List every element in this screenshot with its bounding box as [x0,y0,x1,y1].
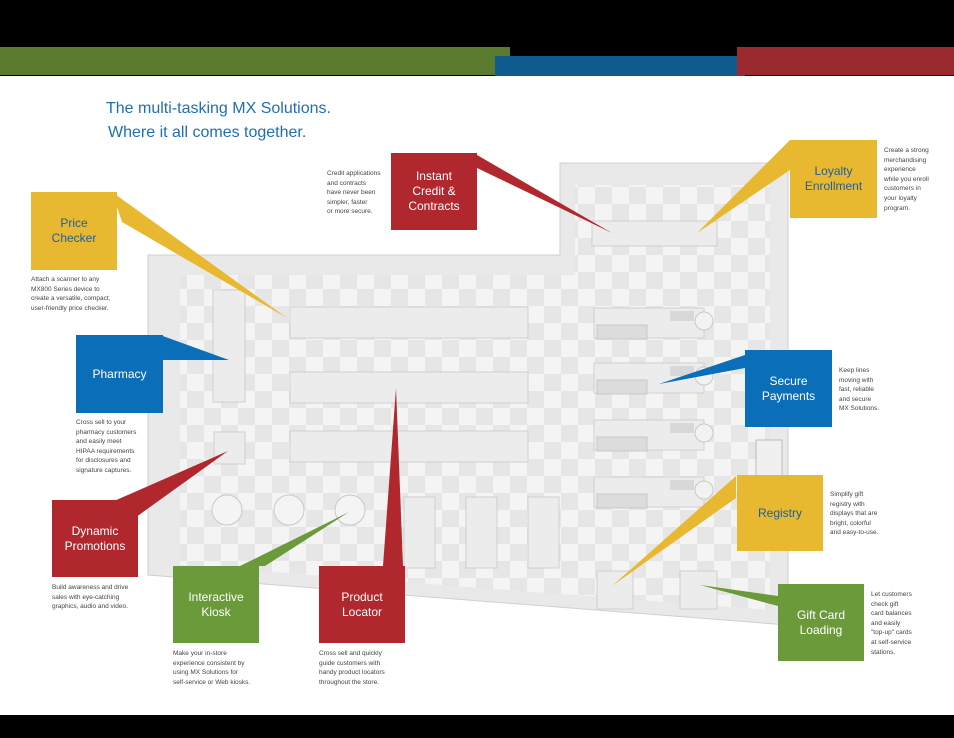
pointer-credit [477,155,612,233]
callout-registry: Registry [737,475,823,551]
callout-price-checker: Price Checker [31,192,117,270]
pointer-payments [659,355,745,384]
pointer-giftcard [700,585,778,606]
top-band-blue [495,56,745,76]
callout-pharmacy: Pharmacy [76,335,163,413]
headline-line-1: The multi-tasking MX Solutions. [106,100,331,117]
locator-shelf [403,496,436,569]
desc-pharmacy: Cross sell to your pharmacy customers an… [76,419,137,474]
desc-dynamic-promotions: Build awareness and drive sales with eye… [52,584,129,611]
registry-stand [596,570,634,610]
top-band-red [737,47,954,75]
desc-price-checker: Attach a scanner to any MX800 Series dev… [31,276,111,312]
pointer-price-checker [112,192,287,318]
checkout-lanes [593,307,714,509]
headline-line-2: Where it all comes together. [108,124,307,141]
kiosk-table [273,494,305,526]
desc-interactive-kiosk: Make your in-store experience consistent… [173,650,251,686]
credit-counter [591,220,718,247]
pointer-kiosk [240,512,349,566]
callout-dynamic-promotions: Dynamic Promotions [52,500,138,577]
locator-shelf [527,496,560,569]
shelf [289,430,529,463]
pharmacy-counter [212,289,246,403]
callout-instant-credit: Instant Credit & Contracts [391,153,477,230]
promo-display [213,431,246,465]
callout-gift-card-loading: Gift Card Loading [778,584,864,661]
callout-interactive-kiosk: Interactive Kiosk [173,566,259,643]
desc-registry: Simplify gift registry with displays tha… [830,491,879,537]
desc-secure-payments: Keep lines moving with fast, reliable an… [839,367,880,413]
callout-secure-payments: Secure Payments [745,350,832,427]
shelf [289,306,529,339]
callout-loyalty-enrollment: Loyalty Enrollment [790,140,877,218]
pointer-loyalty [697,140,790,233]
shelf [289,371,529,404]
giftcard-stand [679,570,718,610]
kiosk-table [334,494,366,526]
pointer-pharmacy [160,335,229,360]
pointer-locator [383,388,403,566]
kiosk-table [211,494,243,526]
desc-product-locator: Cross sell and quickly guide customers w… [319,650,385,686]
desc-instant-credit: Credit applications and contracts have n… [327,170,381,216]
locator-shelf [465,496,498,569]
desc-loyalty-enrollment: Create a strong merchandising experience… [884,147,929,212]
pointer-registry [612,476,736,586]
desc-gift-card-loading: Let customers check gift card balances a… [871,591,912,656]
top-band-green [0,47,510,75]
callout-product-locator: Product Locator [319,566,405,643]
